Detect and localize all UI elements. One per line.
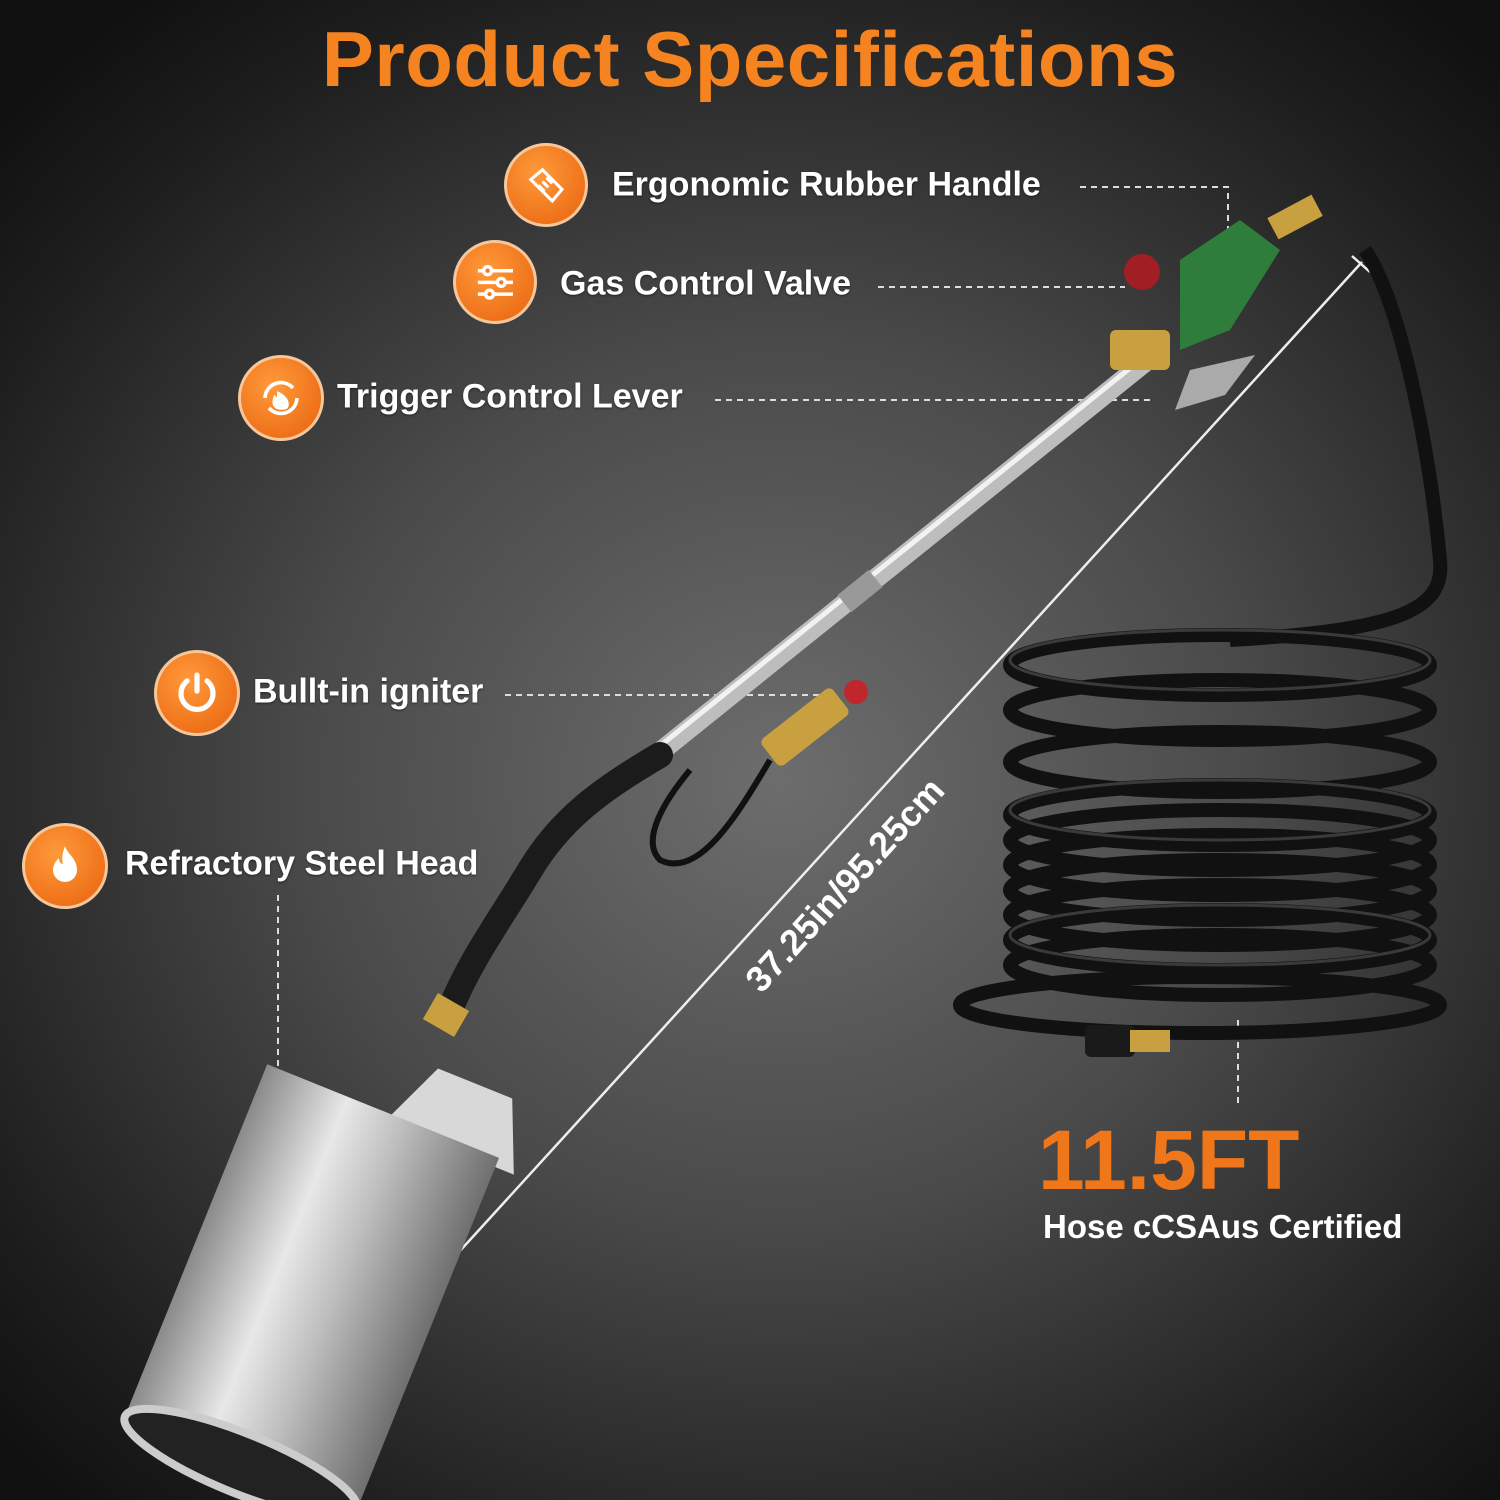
handle: [1110, 194, 1323, 410]
flame-cycle-icon: [238, 355, 324, 441]
hand-grip-icon: [504, 143, 588, 227]
feature-label-trigger: Trigger Control Lever: [337, 377, 683, 416]
feature-label-steel-head: Refractory Steel Head: [125, 844, 479, 883]
page-title: Product Specifications: [321, 15, 1179, 103]
feature-label-gas-valve: Gas Control Valve: [560, 264, 851, 303]
wand-tube: [640, 340, 1170, 770]
flame-icon: [22, 823, 108, 909]
feature-label-handle: Ergonomic Rubber Handle: [612, 165, 1041, 204]
hose-coil: [953, 245, 1448, 1040]
steel-head: [120, 1064, 514, 1500]
sliders-icon: [453, 240, 537, 324]
hose-caption: Hose cCSAus Certified: [1043, 1208, 1403, 1245]
feature-label-igniter: Bullt-in igniter: [253, 672, 484, 711]
power-icon: [154, 650, 240, 736]
hose-length: 11.5FT: [1038, 1113, 1300, 1207]
